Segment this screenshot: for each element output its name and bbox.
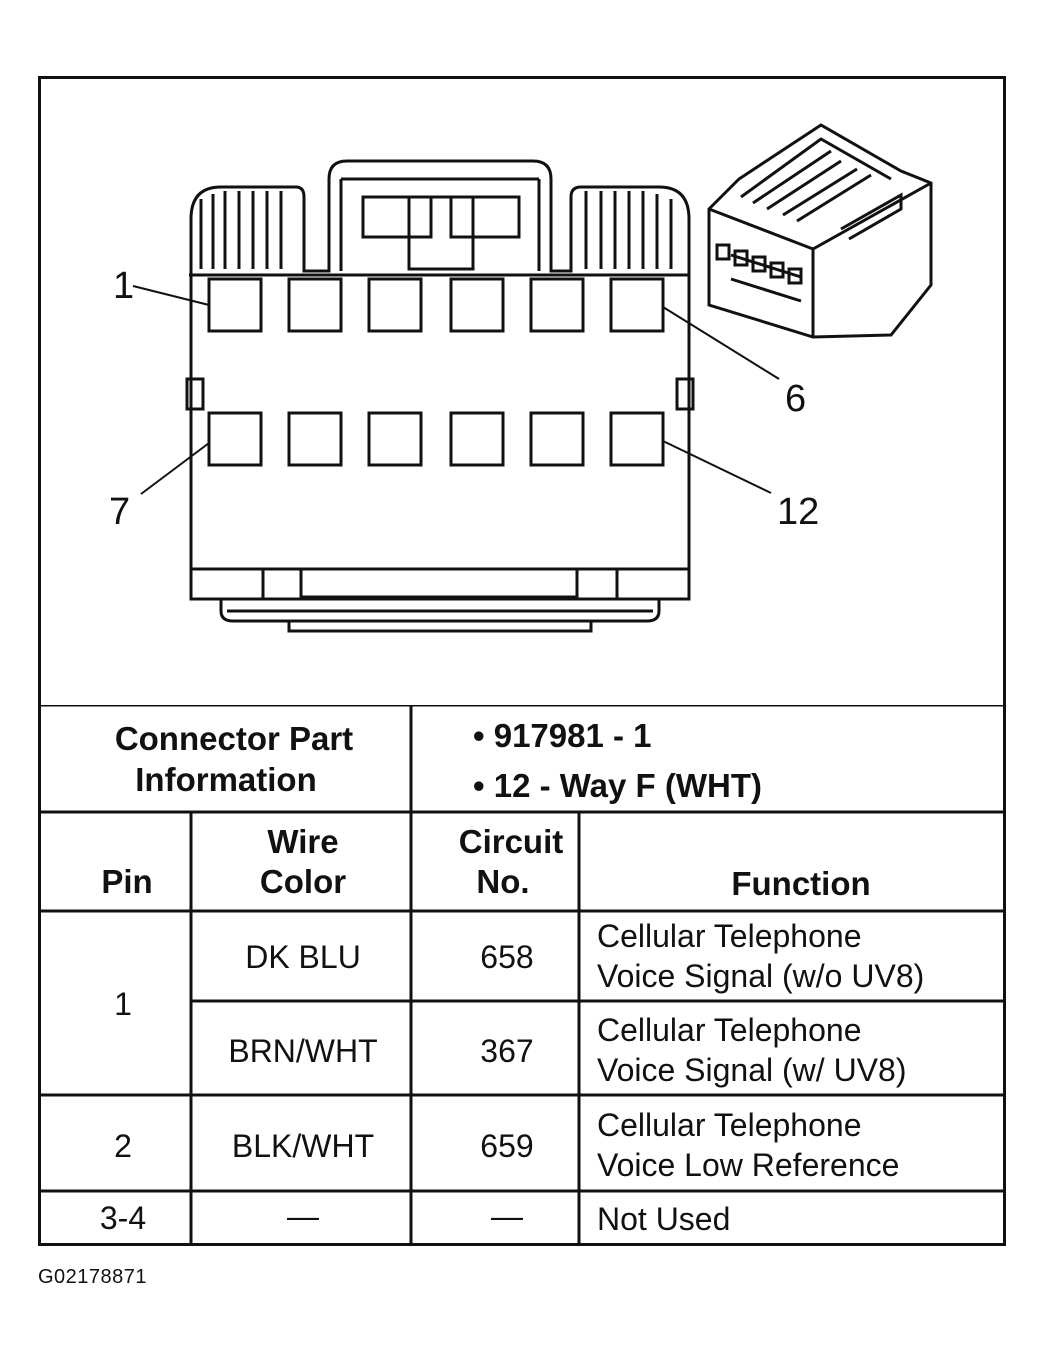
pin-cavity-7 (207, 411, 263, 467)
part-number: • 917981 - 1 (473, 717, 652, 754)
pin-cavities (207, 277, 665, 467)
part-info-label: Connector Part (115, 720, 353, 757)
table-row-1-circuit: 658 (480, 939, 533, 975)
pin-cavity-3 (367, 277, 423, 333)
leader-pin-12 (662, 440, 772, 494)
pin-cavity-9 (367, 411, 423, 467)
figure-id: G02178871 (38, 1266, 148, 1288)
pin-cavity-4 (449, 277, 505, 333)
pin-cavity-1 (207, 277, 263, 333)
table-row-4-wire: — (287, 1198, 319, 1234)
pin-cavity-12 (609, 411, 665, 467)
table-row-4-function: Not Used (597, 1201, 730, 1237)
column-header-function: Function (731, 865, 870, 902)
table-row-2-function: Cellular Telephone (597, 1012, 861, 1048)
pin-cavity-8 (287, 411, 343, 467)
leader-pin-6 (662, 306, 780, 380)
connector-isometric-drawing (707, 123, 933, 339)
column-header-circuit-no: Circuit (459, 823, 564, 860)
table-row-4-pin: 3-4 (100, 1200, 146, 1236)
pin-cavity-11 (529, 411, 585, 467)
table-row-2-function-line2: Voice Signal (w/ UV8) (597, 1052, 906, 1088)
column-header-wire-color-line2: Color (260, 863, 346, 900)
table-row-3-function: Cellular Telephone (597, 1107, 861, 1143)
pin-cavity-5 (529, 277, 585, 333)
diagram-frame: 1 6 7 12 Connector Part (38, 76, 1006, 1246)
table-row-1-wire: DK BLU (245, 939, 361, 975)
pin-cavity-10 (449, 411, 505, 467)
table-row-1-function: Cellular Telephone (597, 918, 861, 954)
connector-type: • 12 - Way F (WHT) (473, 767, 762, 804)
table-row-3-pin: 2 (114, 1128, 132, 1164)
leader-pin-7 (140, 442, 210, 495)
callout-leaders (132, 285, 780, 495)
connector-diagram: 1 6 7 12 (109, 123, 933, 633)
part-info-label-line2: Information (135, 761, 316, 798)
pin-cavity-2 (287, 277, 343, 333)
table-row-1-function-line2: Voice Signal (w/o UV8) (597, 958, 924, 994)
table-row-4-circuit: — (491, 1198, 523, 1234)
callout-pin-6: 6 (785, 378, 806, 420)
column-header-circuit-no-line2: No. (476, 863, 529, 900)
callout-pin-1: 1 (113, 265, 134, 307)
callout-pin-7: 7 (109, 491, 130, 533)
table-row-3-circuit: 659 (480, 1128, 533, 1164)
pin-cavity-6 (609, 277, 665, 333)
table-row-3-wire: BLK/WHT (232, 1128, 374, 1164)
column-header-pin: Pin (101, 863, 152, 900)
callout-pin-12: 12 (777, 491, 819, 533)
connector-face-drawing (185, 159, 695, 633)
leader-pin-1 (132, 285, 210, 306)
table-row-2-wire: BRN/WHT (228, 1033, 377, 1069)
pin-table: Connector Part Information • 917981 - 1 … (41, 705, 1003, 1243)
table-row-1-pin: 1 (114, 986, 132, 1022)
table-row-3-function-line2: Voice Low Reference (597, 1147, 899, 1183)
column-header-wire-color: Wire (267, 823, 338, 860)
table-row-2-circuit: 367 (480, 1033, 533, 1069)
